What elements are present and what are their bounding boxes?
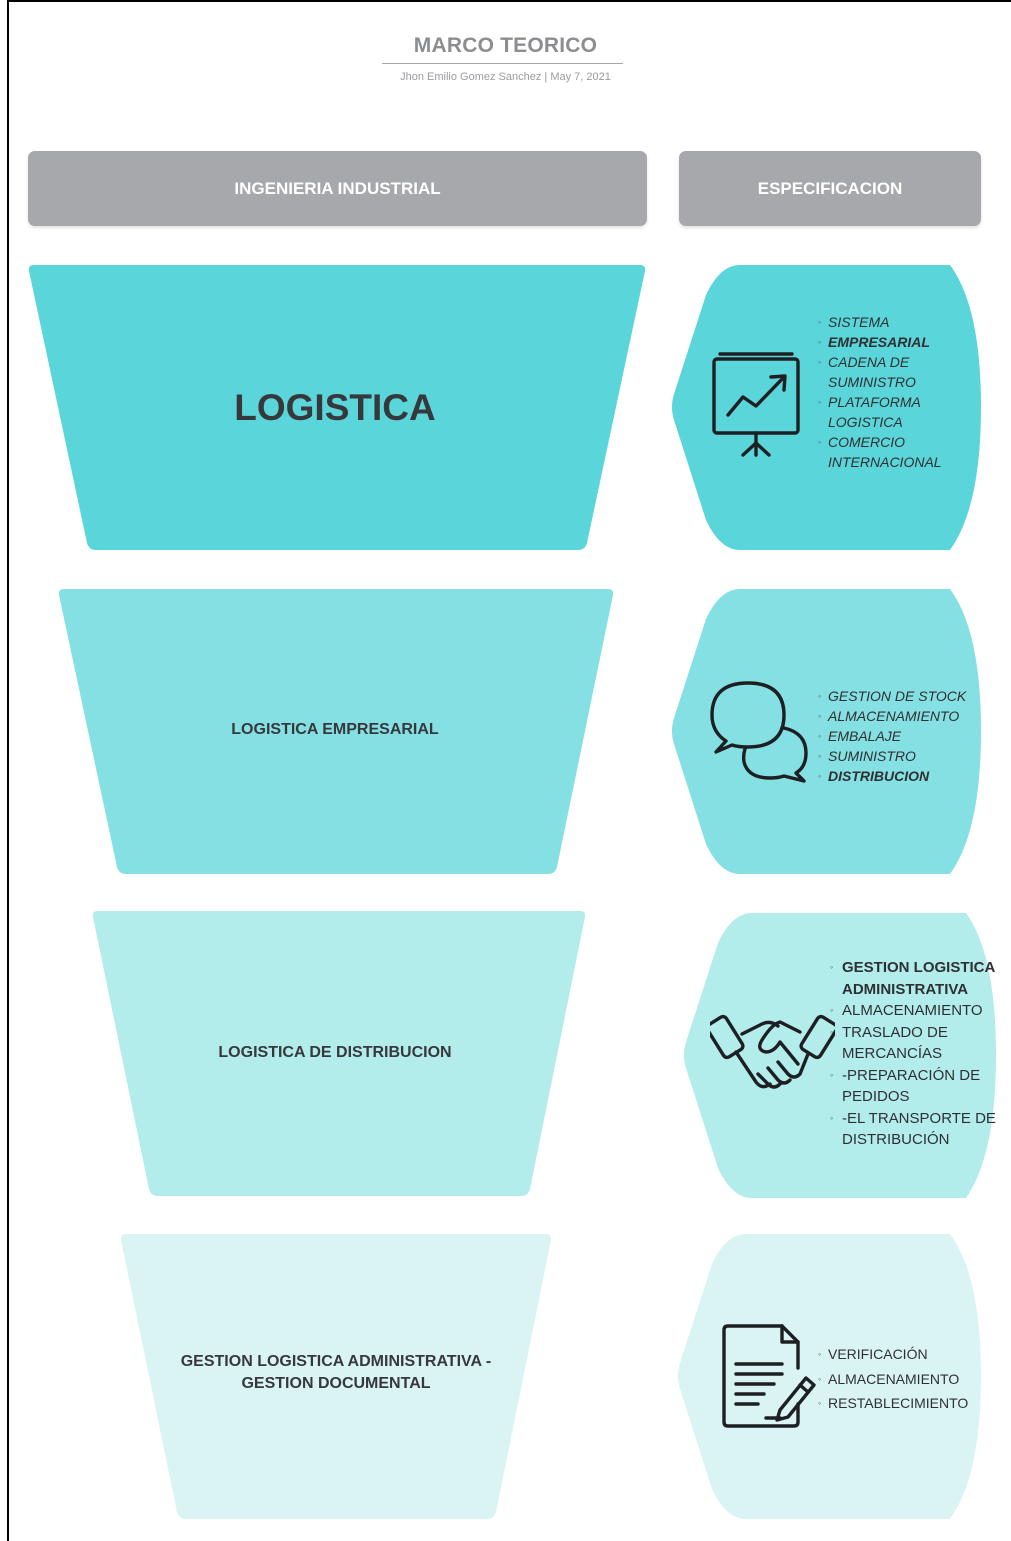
level-4-label: GESTION LOGISTICA ADMINISTRATIVA - GESTI… [180, 1353, 492, 1392]
spec-item: DISTRIBUCION [818, 766, 978, 786]
spec-item: ALMACENAMIENTO [818, 706, 978, 726]
spec-item: EMBALAJE [818, 726, 978, 746]
spec-item: PLATAFORMA LOGISTICA [818, 392, 938, 432]
spec-item: ALMACENAMIENTO [818, 1367, 978, 1392]
spec-item: -EL TRANSPORTE DE DISTRIBUCIÓN [830, 1108, 1007, 1151]
spec-item: SISTEMA [818, 312, 968, 332]
spec-item: -PREPARACIÓN DE PEDIDOS [830, 1065, 992, 1108]
column-header-right: ESPECIFICACION [679, 151, 981, 226]
spec-item: COMERCIO INTERNACIONAL [818, 432, 942, 472]
spec-list-4: VERIFICACIÓN ALMACENAMIENTO RESTABLECIMI… [818, 1342, 978, 1416]
spec-item: EMPRESARIAL [818, 332, 968, 352]
page-frame [7, 0, 1011, 1541]
spec-list-3: GESTION LOGISTICA ADMINISTRATIVA ALMACEN… [830, 957, 1000, 1151]
chat-bubbles-icon [710, 681, 808, 783]
spec-item: RESTABLECIMIENTO [818, 1391, 978, 1416]
spec-list-1: SISTEMA EMPRESARIAL CADENA DE SUMINISTRO… [818, 312, 968, 472]
spec-list-2: GESTION DE STOCK ALMACENAMIENTO EMBALAJE… [818, 686, 978, 786]
title-underline [382, 63, 623, 64]
spec-item: SUMINISTRO [818, 746, 978, 766]
page-title: MARCO TEORICO [413, 34, 598, 57]
level-1-label: LOGISTICA [234, 386, 436, 428]
funnel-level-3 [92, 911, 586, 1196]
handshake-icon [710, 1014, 835, 1089]
spec-item: ALMACENAMIENTO [830, 1000, 1000, 1022]
funnel-level-1 [28, 265, 646, 550]
level-3-label: LOGISTICA DE DISTRIBUCION [218, 1044, 452, 1061]
presentation-chart-icon [712, 352, 800, 457]
document-pen-icon [722, 1324, 816, 1428]
spec-item: GESTION DE STOCK [818, 686, 978, 706]
author-date-byline: Jhon Emilio Gomez Sanchez | May 7, 2021 [400, 71, 611, 83]
spec-item: GESTION LOGISTICA ADMINISTRATIVA [830, 957, 1000, 1000]
funnel-level-4 [120, 1234, 552, 1519]
column-header-left: INGENIERIA INDUSTRIAL [28, 151, 647, 226]
level-2-label: LOGISTICA EMPRESARIAL [231, 721, 439, 738]
spec-item: CADENA DE SUMINISTRO [818, 352, 938, 392]
spec-item: VERIFICACIÓN [818, 1342, 978, 1367]
spec-item: TRASLADO DE MERCANCÍAS [830, 1022, 962, 1065]
funnel-level-2 [58, 589, 614, 874]
